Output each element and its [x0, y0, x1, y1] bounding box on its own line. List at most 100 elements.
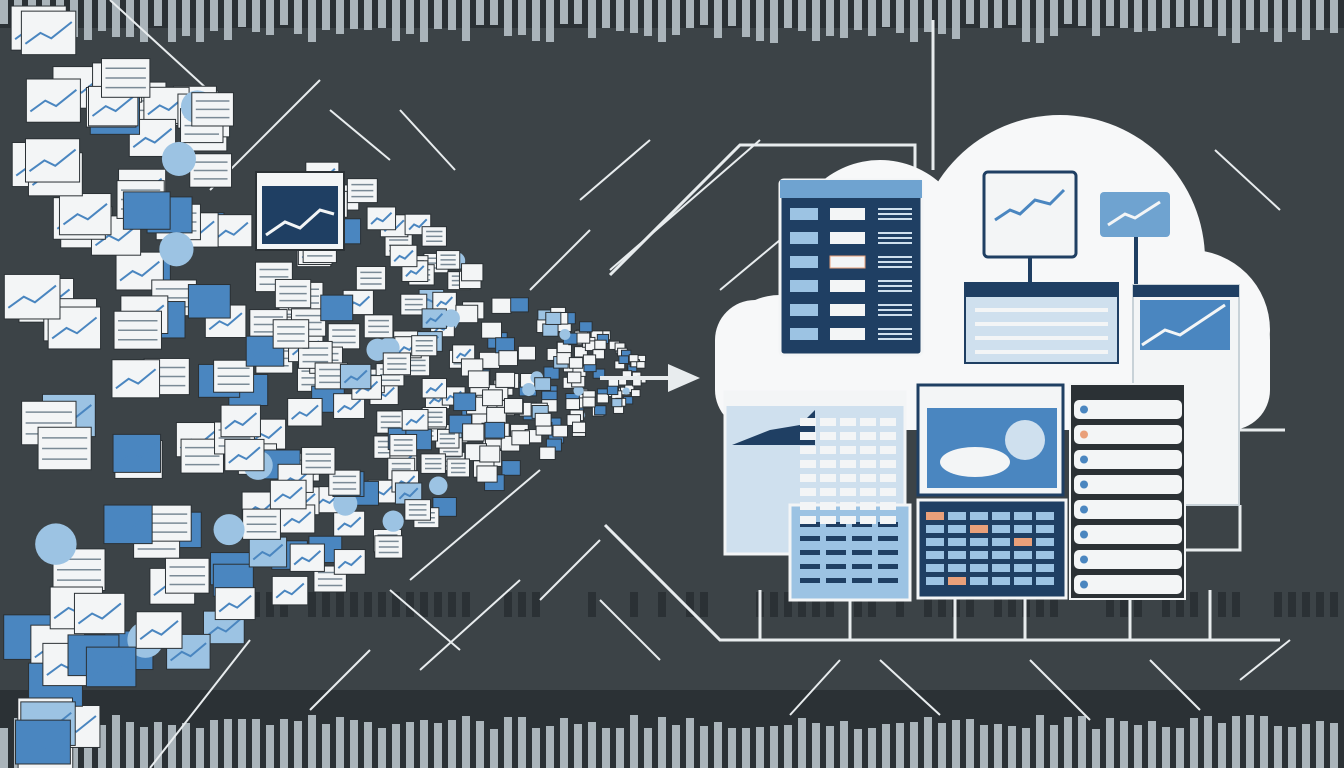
line-chart-icon	[1100, 192, 1170, 285]
line-chart-icon	[187, 284, 231, 319]
card	[187, 284, 231, 319]
line-chart-icon	[539, 446, 556, 460]
stripe	[112, 715, 120, 768]
grid-cell	[970, 564, 988, 572]
stripe	[1218, 723, 1226, 768]
pie-chart-icon	[429, 476, 448, 496]
document-icon	[568, 357, 584, 369]
card	[592, 368, 606, 379]
chart-line	[275, 582, 305, 599]
list-panel	[1069, 383, 1186, 600]
circuit-line	[1214, 149, 1281, 211]
line-chart-icon	[289, 543, 325, 572]
stripe	[112, 0, 120, 37]
stripe	[1274, 726, 1282, 768]
document-icon	[58, 193, 112, 236]
card	[576, 332, 591, 344]
chart-line	[91, 95, 135, 117]
grid-cell	[800, 536, 820, 541]
stripe	[938, 723, 946, 768]
grid-cell	[826, 578, 846, 583]
stripe	[1120, 0, 1128, 28]
chart-line	[169, 642, 207, 662]
stripe	[322, 724, 330, 768]
stripe	[322, 592, 330, 617]
stripe	[434, 592, 442, 617]
chart-line	[132, 127, 173, 148]
stripe	[742, 0, 750, 37]
stripe	[560, 718, 568, 768]
line-chart-icon	[255, 171, 345, 251]
document-icon	[287, 397, 323, 427]
grid-cell	[880, 488, 896, 496]
cloud-chart-panel	[916, 383, 1065, 497]
document-icon	[435, 428, 460, 449]
document-icon	[374, 535, 404, 559]
chart-line	[337, 516, 362, 531]
document-icon	[421, 377, 448, 399]
line-chart-icon	[982, 170, 1078, 285]
grid-cell	[926, 512, 944, 520]
stripe	[952, 0, 960, 39]
line-chart-icon	[534, 377, 552, 391]
stripe	[168, 0, 176, 42]
stripe	[854, 0, 862, 30]
stripe	[630, 715, 638, 768]
circuit-line	[149, 639, 251, 768]
line-chart-icon	[606, 385, 619, 396]
document-icon	[517, 345, 536, 361]
document-icon	[467, 370, 490, 389]
stripe	[1036, 592, 1044, 617]
stripe	[728, 0, 736, 26]
grid-cell	[880, 418, 896, 426]
grid-cell	[800, 474, 816, 482]
grid-cell	[826, 564, 846, 569]
document-icon	[636, 361, 646, 369]
chart-line	[208, 312, 243, 331]
stripe	[1190, 718, 1198, 768]
stripe	[378, 0, 386, 28]
card	[287, 397, 323, 427]
stripe	[168, 725, 176, 768]
grid-cell	[852, 578, 872, 583]
document-icon	[327, 323, 361, 350]
stripe	[210, 720, 218, 768]
document-icon	[272, 319, 310, 349]
card	[582, 354, 597, 366]
grid-cell	[1014, 538, 1032, 546]
line-chart-icon	[271, 575, 309, 606]
card	[289, 543, 325, 572]
circuit-line	[599, 599, 661, 661]
card	[501, 460, 521, 476]
stripe	[308, 715, 316, 768]
stripe	[994, 724, 1002, 768]
stripe	[140, 0, 148, 42]
chart-line	[425, 382, 444, 394]
grid-cell	[840, 418, 856, 426]
list-item	[1074, 525, 1182, 544]
grid-cell	[1036, 525, 1054, 533]
stripe	[280, 0, 288, 25]
document-icon	[333, 549, 366, 575]
stripe	[952, 720, 960, 768]
stripe	[490, 0, 498, 25]
card	[484, 421, 506, 439]
card	[103, 504, 153, 545]
stripe	[896, 0, 904, 33]
document-icon	[572, 421, 587, 434]
card	[542, 323, 559, 337]
stripe	[784, 0, 792, 28]
stripe	[686, 592, 694, 617]
circuit-line	[719, 239, 781, 291]
stripe	[1302, 0, 1310, 40]
circuit-line	[1029, 659, 1091, 721]
document-icon	[432, 291, 457, 312]
row-cell	[830, 328, 865, 340]
document-icon	[582, 354, 597, 366]
stripe	[350, 720, 358, 768]
stripe	[840, 721, 848, 768]
grid-cell	[1014, 577, 1032, 585]
stripe	[994, 592, 1002, 617]
chart-line	[126, 200, 167, 221]
stripe	[392, 0, 400, 41]
